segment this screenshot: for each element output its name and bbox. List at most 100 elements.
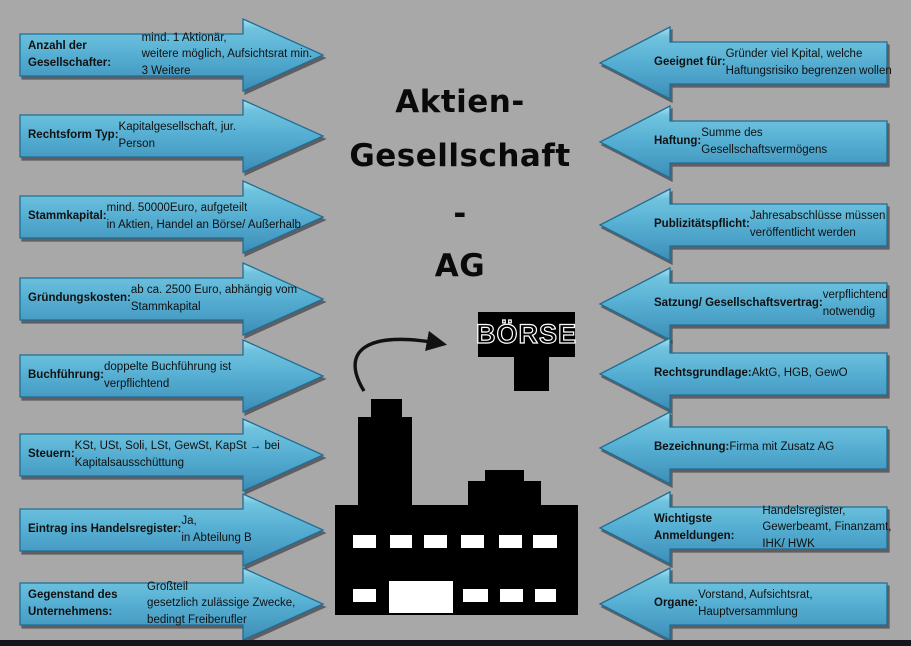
arrow-label: Haftung: Summe des Gesellschaftsvermögen… bbox=[654, 120, 904, 163]
left-arrow-shape-icon bbox=[598, 566, 888, 642]
arrow-label-text: Handelsregister, Gewerbeamt, Finanzamt, … bbox=[762, 504, 892, 550]
right-arrow-shape-icon bbox=[19, 261, 325, 337]
arrow-label: Rechtsgrundlage: AktG, HGB, GewO bbox=[654, 352, 904, 395]
arrow-label: Rechtsform Typ: Kapitalgesellschaft, jur… bbox=[28, 114, 316, 157]
roof-block-small bbox=[485, 470, 524, 482]
window bbox=[535, 589, 556, 602]
factory-illustration bbox=[335, 330, 578, 615]
arrow-label: Publizitätspflicht: Jahresabschlüsse müs… bbox=[654, 203, 904, 246]
right-arrow-shape-icon bbox=[19, 98, 325, 174]
fact-arrow-geeignet-fuer: Geeignet für: Gründer viel Kpital, welch… bbox=[598, 25, 892, 101]
arrow-label-text: Großteil gesetzlich zulässige Zwecke, be… bbox=[147, 580, 296, 626]
window bbox=[533, 535, 557, 548]
fact-arrow-rechtsgrundlage: Rechtsgrundlage: AktG, HGB, GewO bbox=[598, 336, 888, 412]
arrow-label-text: verpflichtend notwendig bbox=[822, 289, 888, 318]
arrow-label-bold: Haftung: bbox=[654, 135, 702, 148]
arrow-label: Geeignet für: Gründer viel Kpital, welch… bbox=[654, 41, 904, 84]
arrow-label-bold: Eintrag ins Handelsregister: bbox=[28, 523, 182, 536]
arrow-label-bold: Anzahl der Gesellschafter: bbox=[28, 40, 112, 69]
roof-block-large bbox=[468, 481, 541, 507]
arrow-label-bold: Gründungskosten: bbox=[28, 292, 131, 305]
title-line-4: AG bbox=[434, 248, 486, 284]
left-arrow-shape-icon bbox=[598, 410, 888, 486]
window bbox=[463, 589, 488, 602]
right-arrow-shape-icon bbox=[19, 17, 325, 93]
chimney-cap bbox=[371, 399, 402, 417]
window bbox=[353, 589, 376, 602]
right-arrow-shape-icon bbox=[19, 417, 325, 493]
factory-door bbox=[389, 581, 453, 613]
fact-arrow-buchfuehrung: Buchführung: doppelte Buchführung ist ve… bbox=[19, 338, 325, 414]
window bbox=[499, 535, 522, 548]
window bbox=[461, 535, 484, 548]
arrow-label-text: mind. 1 Aktionär, weitere möglich, Aufsi… bbox=[141, 31, 313, 77]
title-line-3: - bbox=[453, 196, 467, 232]
arrow-label-text: Summe des Gesellschaftsvermögens bbox=[701, 127, 828, 156]
arrow-label: Stammkapital: mind. 50000Euro, aufgeteil… bbox=[28, 195, 316, 238]
arrow-label-bold: Wichtigste Anmeldungen: bbox=[654, 513, 735, 542]
arrow-label-text: Gründer viel Kpital, welche Haftungsrisi… bbox=[725, 48, 892, 77]
arrow-label-text: Ja, in Abteilung B bbox=[181, 515, 252, 544]
chimney bbox=[358, 417, 412, 509]
arrow-label: Organe: Vorstand, Aufsichtsrat, Hauptver… bbox=[654, 582, 904, 625]
fact-arrow-publizitaetspflicht: Publizitätspflicht: Jahresabschlüsse müs… bbox=[598, 187, 888, 263]
arrow-label-bold: Geeignet für: bbox=[654, 56, 726, 69]
arrow-label-text: Vorstand, Aufsichtsrat, Hauptversammlung bbox=[698, 589, 813, 618]
arrow-label-bold: Bezeichnung: bbox=[654, 441, 730, 454]
window bbox=[353, 535, 376, 548]
arrow-label-text: Firma mit Zusatz AG bbox=[729, 441, 835, 454]
slide-bottom-edge bbox=[0, 640, 911, 646]
window bbox=[500, 589, 523, 602]
arrow-label: Anzahl der Gesellschafter: mind. 1 Aktio… bbox=[28, 32, 316, 77]
arrow-label: Bezeichnung: Firma mit Zusatz AG bbox=[654, 426, 904, 469]
arrow-label: Eintrag ins Handelsregister: Ja, in Abte… bbox=[28, 508, 316, 551]
arrow-label-text: AktG, HGB, GewO bbox=[751, 367, 848, 380]
right-arrow-shape-icon bbox=[19, 492, 325, 568]
arrow-label-bold: Steuern: bbox=[28, 448, 75, 461]
arrow-label: Buchführung: doppelte Buchführung ist ve… bbox=[28, 354, 316, 397]
left-arrow-shape-icon bbox=[598, 490, 888, 566]
fact-arrow-gruendungskosten: Gründungskosten: ab ca. 2500 Euro, abhän… bbox=[19, 261, 325, 337]
arrow-label-bold: Satzung/ Gesellschaftsvertrag: bbox=[654, 297, 823, 310]
window bbox=[424, 535, 447, 548]
stock-exchange-sign: BÖRSE bbox=[475, 312, 577, 357]
fact-arrow-steuern: Steuern: KSt, USt, Soli, LSt, GewSt, Kap… bbox=[19, 417, 325, 493]
fact-arrow-haftung: Haftung: Summe des Gesellschaftsvermögen… bbox=[598, 104, 888, 180]
arrow-label: Gegenstand des Unternehmens: Großteil ge… bbox=[28, 581, 316, 626]
arrow-label-text: doppelte Buchführung ist verpflichtend bbox=[104, 361, 232, 390]
arrow-label: Satzung/ Gesellschaftsvertrag: verpflich… bbox=[654, 282, 904, 325]
left-arrow-shape-icon bbox=[598, 187, 888, 263]
left-arrow-shape-icon bbox=[598, 336, 888, 412]
fact-arrow-anmeldungen: Wichtigste Anmeldungen: Handelsregister,… bbox=[598, 490, 891, 566]
stock-exchange-sign-post bbox=[514, 356, 549, 391]
fact-arrow-handelsregister: Eintrag ins Handelsregister: Ja, in Abte… bbox=[19, 492, 325, 568]
title-line-1: Aktien- bbox=[395, 84, 525, 120]
window bbox=[390, 535, 412, 548]
right-arrow-shape-icon bbox=[19, 179, 325, 255]
fact-arrow-rechtsform-typ: Rechtsform Typ: Kapitalgesellschaft, jur… bbox=[19, 98, 325, 174]
arrow-label: Steuern: KSt, USt, Soli, LSt, GewSt, Kap… bbox=[28, 433, 316, 476]
left-arrow-shape-icon bbox=[598, 104, 888, 180]
right-arrow-shape-icon bbox=[19, 566, 325, 642]
arrow-label: Gründungskosten: ab ca. 2500 Euro, abhän… bbox=[28, 277, 316, 320]
right-arrow-shape-icon bbox=[19, 338, 325, 414]
growth-arrow-icon bbox=[353, 330, 448, 392]
arrow-label-bold: Gegenstand des Unternehmens: bbox=[28, 589, 118, 618]
arrow-label-bold: Organe: bbox=[654, 597, 699, 610]
fact-arrow-stammkapital: Stammkapital: mind. 50000Euro, aufgeteil… bbox=[19, 179, 325, 255]
arrow-label: Wichtigste Anmeldungen: Handelsregister,… bbox=[654, 505, 904, 550]
arrow-label-text: mind. 50000Euro, aufgeteilt in Aktien, H… bbox=[106, 202, 301, 231]
left-arrow-shape-icon bbox=[598, 25, 888, 101]
arrow-label-bold: Publizitätspflicht: bbox=[654, 218, 750, 231]
fact-arrow-satzung: Satzung/ Gesellschaftsvertrag: verpflich… bbox=[598, 266, 888, 342]
arrow-label-bold: Stammkapital: bbox=[28, 210, 107, 223]
arrow-label-bold: Rechtsform Typ: bbox=[28, 129, 119, 142]
arrow-label-bold: Buchführung: bbox=[28, 369, 105, 382]
fact-arrow-anzahl-gesellschafter: Anzahl der Gesellschafter: mind. 1 Aktio… bbox=[19, 17, 325, 93]
arrow-label-text: Kapitalgesellschaft, jur. Person bbox=[118, 121, 237, 150]
arrow-label-text: KSt, USt, Soli, LSt, GewSt, KapSt → bei … bbox=[74, 440, 280, 469]
fact-arrow-gegenstand: Gegenstand des Unternehmens: Großteil ge… bbox=[19, 566, 325, 642]
arrow-label-text: ab ca. 2500 Euro, abhängig vom Stammkapi… bbox=[130, 284, 298, 313]
title-line-2: Gesellschaft bbox=[349, 138, 571, 174]
